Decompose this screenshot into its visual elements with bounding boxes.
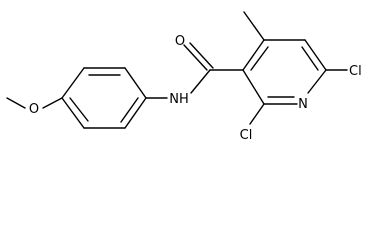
amide-linkage [145,42,244,99]
atom-label-chlorine-upper: Cl [349,64,362,79]
bond-nitrogen-carbonyl [190,69,211,94]
pyridine-bond-c6-n [307,69,327,94]
bond-methyl-oxygen [6,97,26,109]
pyridine-bond-c2-c3 [242,69,265,105]
benzene-bond-1 [61,67,85,99]
bond-carbonyl-oxygen-double [189,42,214,69]
pyridine-bond-c3-c4 [242,39,265,71]
methoxyphenyl-ring [61,67,147,129]
benzene-inner-bond-right [120,97,139,123]
pyridine-inner-bond-c3-c4 [250,46,269,71]
chemical-structure-diagram: O O NH N Cl Cl [6,11,362,143]
bond-oxygen-aryl [42,97,63,109]
benzene-inner-bond-left [69,97,89,122]
benzene-bond-4 [124,97,147,129]
bond-chlorine-lower [249,103,265,125]
atom-label-oxygen-methoxy: O [29,102,39,117]
benzene-bond-6 [61,97,85,129]
bond-methyl [243,11,265,41]
pyridine-inner-bond-c5-c6 [301,46,319,71]
atom-label-amide-nitrogen: NH [169,92,189,107]
atom-label-ring-nitrogen: N [298,97,308,112]
benzene-bond-3 [124,67,147,99]
atom-label-chlorine-lower: Cl [240,128,253,143]
ring-substituents [243,11,348,125]
atom-label-oxygen-carbonyl: O [175,34,185,49]
methoxy-group [6,97,63,109]
pyridine-bond-c5-c6 [304,39,327,71]
pyridine-ring [242,39,327,105]
bond-carbonyl-oxygen [183,44,208,71]
